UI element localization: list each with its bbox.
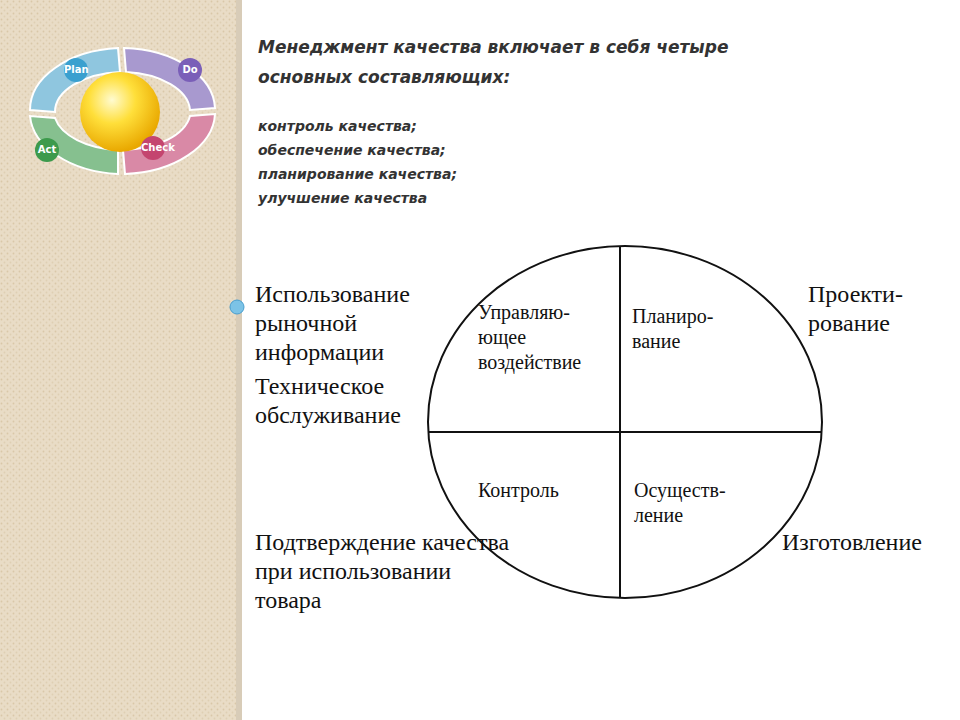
divider-horizontal — [428, 431, 822, 433]
outer-label: Подтверждение качества при использовании… — [255, 528, 517, 615]
pdca-label: Plan — [64, 63, 88, 77]
pdca-label: Do — [178, 63, 202, 77]
pdca-ring — [30, 48, 215, 174]
outer-label: Изготовление — [782, 528, 952, 557]
quadrant-sector: Планиро- вание — [632, 304, 732, 354]
side-strip — [236, 0, 242, 720]
pdca-label: Act — [35, 143, 59, 157]
quadrant-text: Осуществ- ление — [634, 478, 756, 528]
slide-title: Менеджмент качества включает в себя четы… — [258, 32, 828, 92]
pdca-label: Check — [141, 141, 165, 155]
side-band — [0, 0, 236, 720]
bullet-dot — [230, 300, 244, 314]
list-item: контроль качества; — [258, 114, 417, 138]
quadrant-text: Управляю- ющее воздействие — [478, 300, 610, 375]
quadrant-text: Контроль — [478, 478, 598, 503]
outer-label: Использование рыночной информации — [255, 280, 440, 367]
quadrant-sector: Контроль — [478, 478, 598, 503]
quadrant-text: Планиро- вание — [632, 304, 732, 354]
outer-label: Проекти- рование — [808, 280, 928, 338]
divider-vertical — [619, 246, 621, 598]
quadrant-sector: Осуществ- ление — [634, 478, 756, 528]
list-item: обеспечение качества; — [258, 138, 446, 162]
outer-label: Техническое обслуживание — [255, 372, 440, 430]
list-item: улучшение качества — [258, 186, 427, 210]
pdca-badges — [35, 58, 202, 162]
list-item: планирование качества; — [258, 162, 457, 186]
quadrant-sector: Управляю- ющее воздействие — [478, 300, 610, 375]
